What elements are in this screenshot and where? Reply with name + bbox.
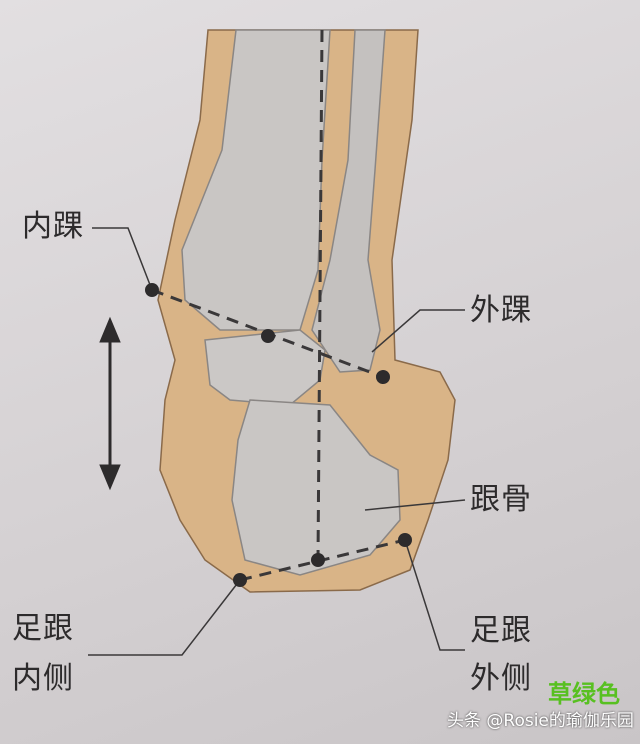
label-calcaneus: 跟骨 <box>470 482 532 517</box>
fibula-bone <box>311 29 386 373</box>
leader-heel-lateral <box>404 539 465 651</box>
point-heel-center <box>311 553 325 567</box>
label-heel-lateral-2: 外侧 <box>470 661 532 696</box>
point-medial-malleolus <box>145 283 159 297</box>
vertical-double-arrow-icon <box>99 316 121 491</box>
point-ankle-center <box>261 329 275 343</box>
label-heel-lateral-1: 足跟 <box>470 613 532 648</box>
calcaneus-bone <box>231 399 401 576</box>
tibia-bone <box>181 29 331 331</box>
label-medial-malleolus: 内踝 <box>22 209 84 244</box>
talus-bone <box>204 329 326 406</box>
leader-lateral-malleolus <box>371 309 465 353</box>
watermark-source: 头条 @Rosie的瑜伽乐园 <box>447 711 634 731</box>
watermark-overlay: 草绿色 <box>548 680 620 708</box>
point-heel-lateral <box>398 533 412 547</box>
label-lateral-malleolus: 外踝 <box>470 293 532 328</box>
label-heel-medial-1: 足跟 <box>12 611 74 646</box>
leg-axis-line <box>316 29 324 561</box>
leader-medial-malleolus <box>92 227 153 291</box>
point-lateral-malleolus <box>376 370 390 384</box>
leader-calcaneus <box>364 499 466 511</box>
leader-heel-medial <box>88 579 241 656</box>
point-heel-medial <box>233 573 247 587</box>
label-heel-medial-2: 内侧 <box>12 661 74 696</box>
